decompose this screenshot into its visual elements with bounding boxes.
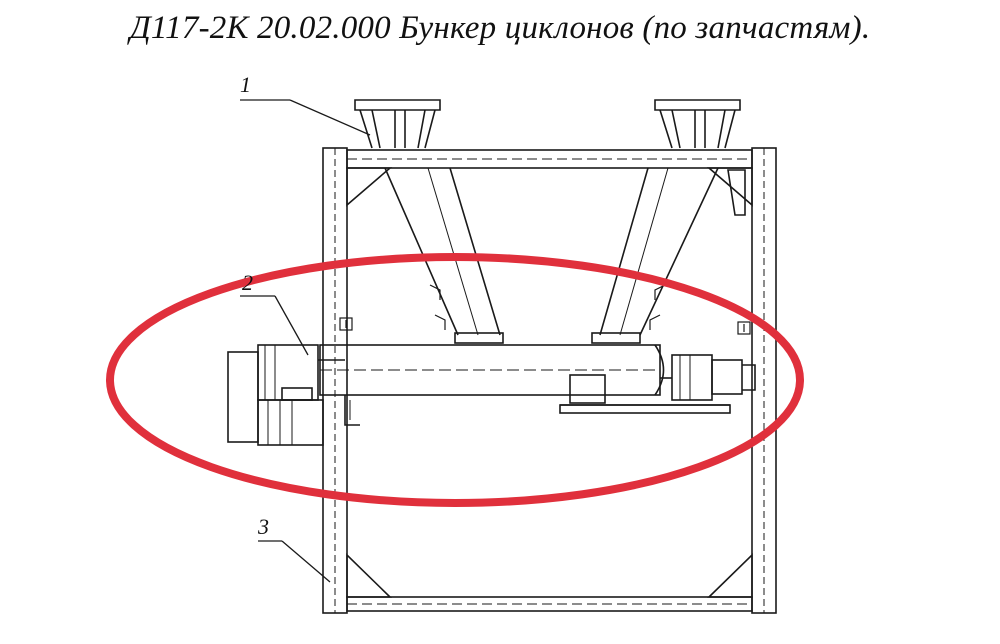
corner-gussets xyxy=(346,167,753,598)
left-inlet-hopper xyxy=(354,99,441,149)
callout-1: 1 xyxy=(240,72,251,97)
right-inlet-hopper xyxy=(654,99,741,149)
callout-3: 3 xyxy=(258,514,269,539)
callout-leaders xyxy=(240,99,371,583)
bottom-beam xyxy=(346,596,753,612)
top-beam xyxy=(346,149,753,169)
callout-2: 2 xyxy=(242,270,253,295)
right-hopper-cone xyxy=(591,167,719,344)
right-column xyxy=(751,147,777,614)
highlight-ellipse xyxy=(106,253,804,507)
bunker-drawing xyxy=(106,99,804,614)
drive-motor-assembly xyxy=(227,344,345,446)
left-column xyxy=(322,147,348,614)
left-hopper-cone xyxy=(384,167,504,344)
end-bearing-assembly xyxy=(660,354,756,401)
drawing-title: Д117-2К 20.02.000 Бункер циклонов (по за… xyxy=(129,10,871,46)
screw-conveyor xyxy=(319,344,731,426)
mounting-marks xyxy=(339,317,751,335)
